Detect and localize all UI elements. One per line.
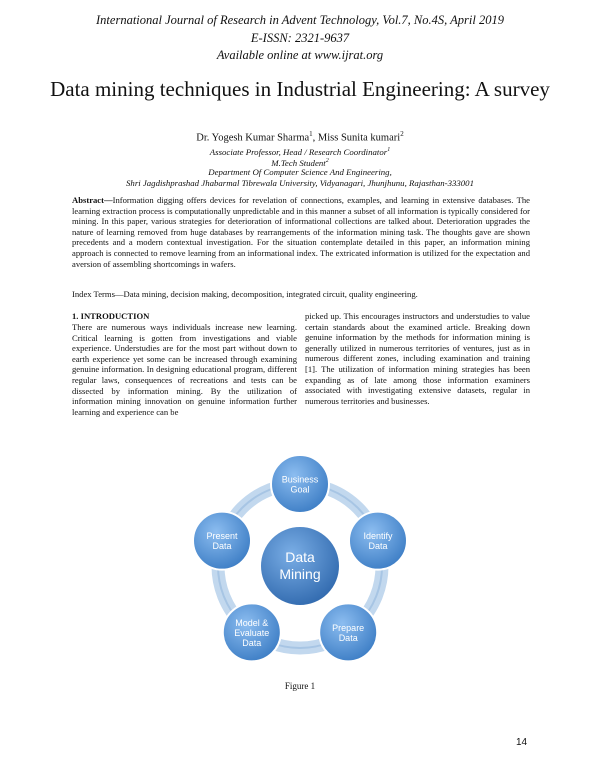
paper-title: Data mining techniques in Industrial Eng…	[50, 77, 550, 101]
author-1: Dr. Yogesh Kumar Sharma	[196, 132, 310, 144]
page-number: 14	[516, 737, 528, 748]
intro-right-column: picked up. This encourages instructors a…	[305, 311, 530, 406]
cycle-node-circle	[270, 456, 330, 514]
cycle-node-circle	[347, 510, 408, 571]
abstract-text: Information digging offers devices for r…	[72, 195, 530, 269]
section-heading-introduction: 1. INTRODUCTION	[72, 311, 150, 321]
figure-caption: Figure 1	[284, 681, 316, 691]
index-terms: Index Terms—Data mining, decision making…	[72, 289, 418, 299]
cycle-node-label: Data	[213, 541, 232, 551]
cycle-node-label: Identify	[363, 531, 393, 541]
author-2: Miss Sunita kumari	[317, 132, 401, 144]
cycle-node-label: Present	[206, 531, 238, 541]
role2-text: M.Tech Student	[271, 157, 326, 168]
role1-sup: 1	[387, 147, 391, 153]
cycle-node-label: Business	[282, 475, 319, 485]
center-label-line1: Data	[285, 549, 315, 565]
role2-sup: 2	[325, 158, 329, 164]
abstract-label: Abstract—	[72, 195, 113, 205]
author-2-sup: 2	[400, 130, 404, 138]
cycle-node-circle	[221, 602, 282, 663]
cycle-node-label: Data	[368, 541, 387, 551]
cycle-node-label: Data	[339, 633, 358, 643]
role1-text: Associate Professor, Head / Research Coo…	[209, 146, 388, 157]
cycle-node-circle	[318, 602, 379, 663]
abstract: Abstract—Information digging offers devi…	[72, 195, 530, 269]
intro-left-column: There are numerous ways individuals incr…	[72, 322, 297, 417]
affiliation-role2: M.Tech Student2	[0, 156, 600, 169]
cycle-node-label: Goal	[290, 485, 309, 495]
center-label-line2: Mining	[279, 566, 320, 582]
journal-header-website: Available online at www.ijrat.org	[216, 48, 384, 62]
center-circle	[259, 525, 341, 607]
cycle-node-label: Data	[242, 638, 261, 648]
cycle-node-circle	[192, 510, 253, 571]
cycle-node-label: Evaluate	[234, 628, 269, 638]
journal-header-line1: International Journal of Research in Adv…	[96, 13, 504, 27]
author-1-sup: 1	[309, 130, 313, 138]
cycle-node-label: Prepare	[332, 623, 364, 633]
journal-header-issn: E-ISSN: 2321-9637	[250, 31, 350, 45]
author-line: Dr. Yogesh Kumar Sharma1, Miss Sunita ku…	[0, 130, 600, 144]
cycle-node-label: Model &	[235, 618, 268, 628]
data-mining-cycle-diagram: Data Mining BusinessGoalIdentifyDataPrep…	[192, 456, 408, 663]
author-separator: ,	[312, 132, 318, 144]
affiliation-university: Shri Jagdishprashad Jhabarmal Tibrewala …	[126, 178, 474, 188]
affiliation-role1: Associate Professor, Head / Research Coo…	[0, 145, 600, 158]
affiliation-department: Department Of Computer Science And Engin…	[208, 167, 392, 177]
cycle-nodes: BusinessGoalIdentifyDataPrepareDataModel…	[192, 456, 408, 663]
